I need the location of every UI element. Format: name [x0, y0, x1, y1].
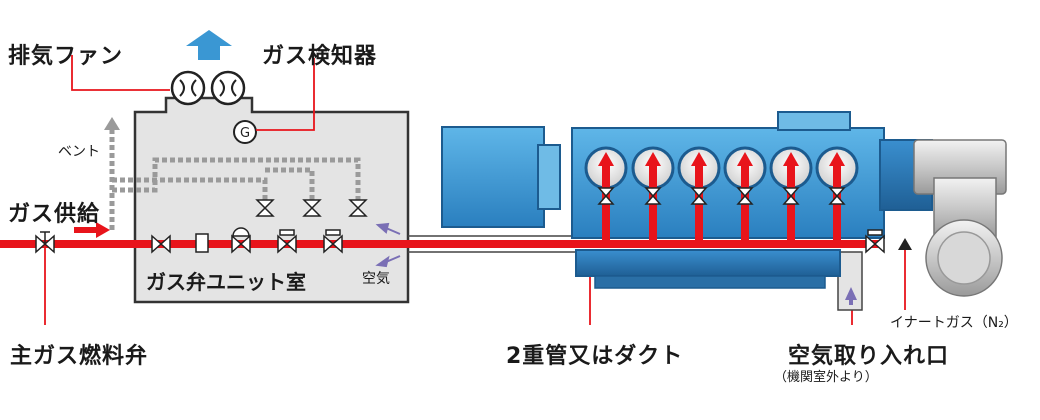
air-intake-arrow-icon — [845, 287, 857, 300]
exhaust-up-arrow-icon — [186, 30, 232, 60]
label-gas-detector: ガス検知器 — [262, 44, 378, 69]
label-inert-gas: イナートガス（N₂） — [890, 315, 1018, 331]
label-air-intake-note: （機関室外より） — [774, 370, 878, 385]
label-vent: ベント — [58, 144, 100, 160]
inert-gas-arrow-icon — [898, 238, 912, 250]
engine-block — [441, 111, 933, 289]
exhaust-pipe — [913, 139, 1007, 297]
cylinder-valve-icons — [597, 187, 846, 205]
unit-room-valve-icons — [35, 227, 885, 254]
label-main-gas-fuel-valve: 主ガス燃料弁 — [10, 344, 149, 369]
gas-detector-icon: G — [233, 120, 257, 144]
gas-supply-arrow-icon — [74, 222, 110, 238]
label-air-intake: 空気取り入れ口 — [788, 344, 950, 369]
cylinder-arrow-icons — [598, 152, 845, 166]
air-inlet-arrow-icon — [375, 222, 401, 268]
label-gas-supply: ガス供給 — [8, 202, 101, 227]
leader-lines — [44, 55, 906, 325]
exhaust-fan-icon — [170, 70, 246, 106]
label-air: 空気 — [362, 271, 390, 287]
vent-arrow-icon — [104, 117, 120, 130]
label-gas-valve-unit-room: ガス弁ユニット室 — [146, 270, 306, 294]
vent-valve-icons — [255, 199, 368, 217]
label-double-pipe-or-duct: 2重管又はダクト — [506, 344, 684, 369]
gas-supply-line — [0, 240, 880, 248]
svg-text:G: G — [240, 126, 250, 141]
vent-lines — [109, 130, 361, 230]
label-exhaust-fan: 排気ファン — [8, 44, 124, 69]
